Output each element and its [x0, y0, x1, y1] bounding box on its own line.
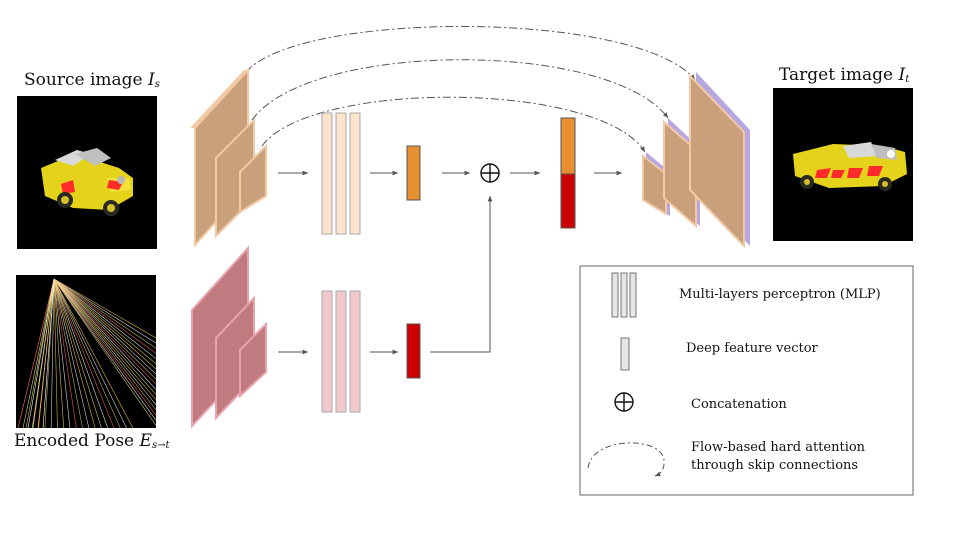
source-image-text: Source image: [24, 70, 143, 90]
pose-ray: [53, 278, 156, 426]
mlp-top: [321, 112, 361, 235]
pose-ray: [53, 278, 121, 428]
pose-ray: [53, 278, 134, 428]
concat-plus-icon: [480, 163, 500, 183]
pose-ray: [53, 278, 77, 428]
source-image-var: I: [147, 70, 155, 90]
legend-flow-label-1: Flow-based hard attention: [691, 440, 866, 455]
legend-mlp-label: Multi-layers perceptron (MLP): [679, 287, 881, 302]
target-image-panel: [773, 88, 913, 241]
pose-rays-image: [16, 275, 156, 428]
pose-ray: [53, 278, 71, 428]
target-image-var: I: [898, 65, 906, 85]
pose-ray: [53, 278, 83, 428]
pose-ray: [53, 278, 156, 359]
source-image-label: Source image Is: [24, 70, 160, 90]
decoder: [642, 72, 750, 249]
encoded-pose-text: Encoded Pose: [14, 431, 135, 451]
encoded-pose-var: E: [139, 431, 152, 451]
encoder-top: [190, 67, 267, 248]
pose-ray: [42, 278, 55, 428]
pose-ray: [27, 278, 55, 428]
pose-ray: [53, 278, 156, 416]
pose-ray: [53, 278, 156, 370]
skip-arc-outer: [245, 25, 696, 81]
target-image-text: Target image: [779, 65, 894, 85]
mlp-bottom: [321, 290, 361, 413]
pose-ray: [53, 278, 156, 344]
feature-vector-source: [406, 145, 421, 201]
legend-feature-label: Deep feature vector: [686, 341, 818, 356]
legend-mlp-icon: [611, 272, 637, 318]
pose-ray: [53, 278, 156, 339]
pose-ray: [53, 278, 127, 428]
pose-ray: [53, 278, 96, 428]
pose-ray: [53, 278, 156, 406]
skip-arc-middle: [251, 59, 669, 121]
pose-ray: [53, 278, 108, 428]
source-image-panel: [17, 96, 157, 249]
decoder-layer-3: [689, 73, 745, 249]
encoded-pose-label: Encoded Pose Es→t: [14, 431, 169, 451]
legend-concat-label: Concatenation: [691, 397, 787, 412]
pose-image-panel: [16, 275, 156, 428]
pose-ray: [53, 278, 156, 349]
encoded-pose-sub: s→t: [151, 440, 170, 451]
encoder-bottom-layer-3: [239, 321, 267, 399]
pose-ray: [53, 278, 156, 385]
skip-arc-inner: [261, 96, 646, 153]
pose-ray: [53, 278, 156, 411]
mlp-top-layer-3: [349, 112, 361, 235]
flow-arrows: [278, 170, 622, 355]
pose-ray: [44, 278, 55, 428]
source-image-sub: s: [154, 79, 160, 90]
mlp-bottom-layer-2: [335, 290, 347, 413]
legend-box: [579, 265, 914, 496]
legend-flow-arc-icon: [587, 442, 665, 477]
legend-flow-label-2: through skip connections: [691, 458, 859, 473]
target-image-sub: t: [905, 74, 910, 85]
pose-ray: [50, 278, 55, 428]
pose-ray: [22, 278, 55, 428]
pose-ray: [53, 278, 156, 421]
pose-ray: [53, 278, 156, 390]
decoder-layer-1: [642, 153, 667, 216]
pose-ray: [25, 278, 55, 428]
pose-ray: [53, 278, 102, 428]
skip-connections: [245, 25, 696, 153]
target-image-label: Target image It: [779, 65, 909, 85]
target-truck-image: [773, 88, 913, 241]
feature-vector-pose: [406, 323, 421, 379]
encoder-bottom: [191, 245, 267, 429]
mlp-bottom-layer-3: [349, 290, 361, 413]
pose-ray: [53, 278, 115, 428]
pose-ray: [53, 278, 156, 354]
pose-ray: [53, 278, 90, 428]
pose-ray: [53, 278, 156, 395]
legend-concat-icon: [614, 392, 634, 412]
pose-ray: [17, 278, 55, 428]
mlp-bottom-layer-1: [321, 290, 333, 413]
pose-ray: [53, 278, 58, 428]
arrow-pose-to-concat: [430, 196, 493, 353]
pose-ray: [53, 278, 156, 375]
encoder-top-layer-3: [239, 143, 267, 214]
legend-feature-icon: [620, 337, 630, 371]
concatenated-vector: [560, 117, 576, 229]
truck-image: [17, 96, 157, 249]
decoder-layer-2: [663, 119, 697, 229]
pose-ray: [37, 278, 55, 428]
pose-ray: [32, 278, 55, 428]
pose-ray: [53, 278, 156, 400]
pose-ray: [53, 278, 65, 428]
mlp-top-layer-1: [321, 112, 333, 235]
mlp-top-layer-2: [335, 112, 347, 235]
pose-ray: [53, 278, 156, 380]
pose-ray: [53, 278, 156, 364]
